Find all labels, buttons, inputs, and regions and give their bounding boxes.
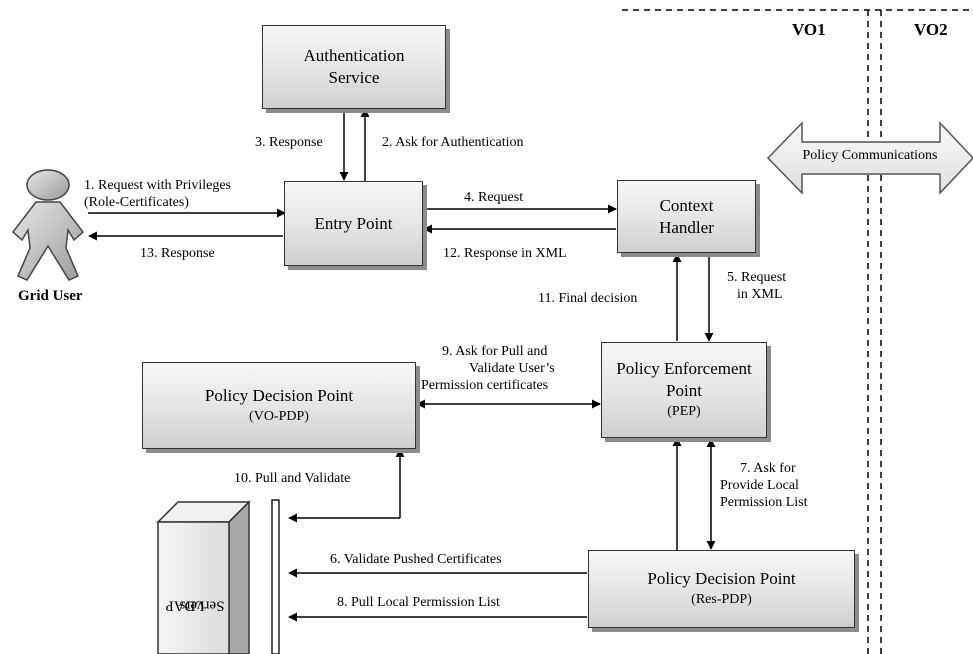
msg-2-label: 2. Ask for Authentication — [382, 135, 524, 150]
msg-1-label-line2: (Role-Certificates) — [84, 195, 189, 210]
msg-3-label: 3. Response — [255, 135, 323, 150]
msg-9-label-line1: 9. Ask for Pull and — [442, 344, 548, 359]
context-handler-line1: Context — [659, 195, 714, 215]
vo-pdp-sub: (VO-PDP) — [249, 408, 309, 424]
pep-sub: (PEP) — [667, 404, 701, 419]
msg-11-label: 11. Final decision — [538, 291, 638, 306]
entry-point-title: Entry Point — [314, 213, 393, 233]
msg-9-label-line2: Validate User’s — [469, 361, 555, 376]
vo-pdp-box: Policy Decision Point (VO-PDP) — [142, 362, 416, 449]
msg-1-label-line1: 1. Request with Privileges — [84, 178, 231, 193]
vo2-label: VO2 — [914, 20, 948, 39]
msg-5-label-line2: in XML — [737, 287, 783, 302]
policy-communications-arrow — [766, 121, 973, 195]
vo-pdp-title: Policy Decision Point — [204, 385, 354, 405]
pep-line1: Policy Enforcement — [616, 359, 752, 378]
authentication-service-line1: Authentication — [303, 46, 405, 65]
policy-communications-label: Policy Communications — [802, 148, 938, 163]
pep-line2: Point — [666, 381, 702, 400]
vo1-label: VO1 — [792, 20, 826, 39]
res-pdp-sub: (Res-PDP) — [691, 592, 752, 607]
grid-user-label: Grid User — [18, 288, 83, 304]
msg-7-label-line1: 7. Ask for — [740, 461, 796, 476]
msg-12-label: 12. Response in XML — [443, 246, 567, 261]
res-pdp-box: Policy Decision Point (Res-PDP) — [588, 550, 855, 628]
res-pdp-title: Policy Decision Point — [647, 569, 796, 588]
msg-13-label: 13. Response — [140, 246, 215, 261]
context-handler-box: Context Handler — [617, 180, 756, 253]
msg-4-label: 4. Request — [464, 190, 524, 205]
authentication-service-box: Authentication Service — [262, 25, 446, 109]
msg-7-label-line3: Permission List — [720, 495, 808, 508]
context-handler-line2: Handler — [659, 217, 714, 237]
grid-user-figure — [11, 169, 85, 281]
msg-9-label-line3: Permission certificates — [421, 378, 549, 393]
msg-10-label: 10. Pull and Validate — [234, 471, 351, 486]
entry-point-box: Entry Point — [284, 181, 423, 266]
ldap-bus — [271, 499, 280, 654]
msg-6-label: 6. Validate Pushed Certificates — [330, 552, 502, 567]
vo-boundaries — [622, 9, 973, 654]
authentication-service-line2: Service — [328, 68, 380, 87]
ldap-line2: Servers — [179, 597, 224, 614]
msg-7-label-line2: Provide Local — [720, 478, 799, 493]
ldap-server-shape — [156, 500, 251, 654]
msg-8-label: 8. Pull Local Permission List — [337, 595, 500, 610]
msg-5-label-line1: 5. Request — [727, 270, 787, 285]
pep-box: Policy Enforcement Point (PEP) — [601, 342, 767, 438]
